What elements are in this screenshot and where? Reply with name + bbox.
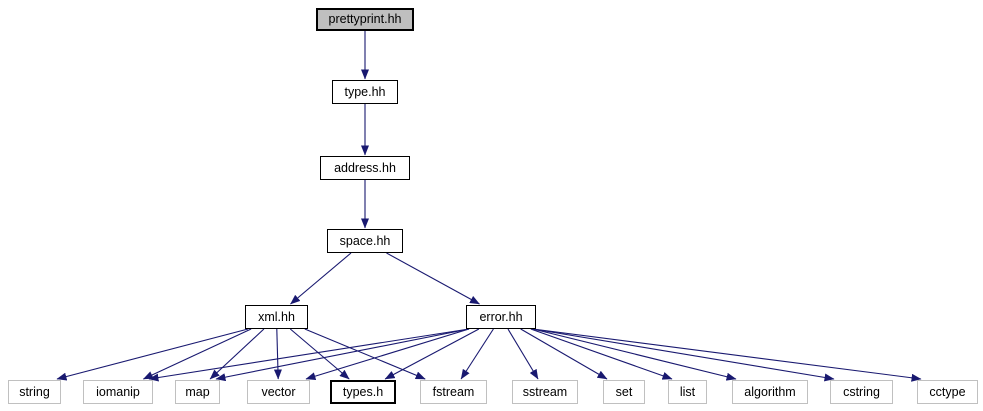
node-error.hh[interactable]: error.hh (466, 305, 536, 329)
edges-group (56, 31, 922, 382)
edge-error.hh-to-cctype (532, 328, 922, 382)
edge-error.hh-to-algorithm (532, 328, 737, 381)
node-cstring[interactable]: cstring (830, 380, 893, 404)
node-fstream[interactable]: fstream (420, 380, 487, 404)
edge-space.hh-to-xml.hh (290, 252, 352, 305)
node-iomanip[interactable]: iomanip (83, 380, 153, 404)
edge-error.hh-to-set (520, 328, 608, 380)
node-map[interactable]: map (175, 380, 220, 404)
edge-error.hh-to-fstream (460, 328, 494, 380)
node-xml.hh[interactable]: xml.hh (245, 305, 308, 329)
edge-xml.hh-to-vector (273, 328, 282, 380)
node-algorithm[interactable]: algorithm (732, 380, 808, 404)
node-prettyprint.hh[interactable]: prettyprint.hh (316, 8, 414, 31)
edge-error.hh-to-cstring (532, 328, 835, 382)
edge-xml.hh-to-types.h (289, 328, 350, 380)
edge-xml.hh-to-map (209, 328, 265, 380)
edge-xml.hh-to-string (56, 328, 249, 381)
node-types.h[interactable]: types.h (330, 380, 396, 404)
edge-error.hh-to-iomanip (148, 328, 470, 382)
node-cctype[interactable]: cctype (917, 380, 978, 404)
node-sstream[interactable]: sstream (512, 380, 578, 404)
edge-xml.hh-to-iomanip (142, 328, 252, 380)
node-space.hh[interactable]: space.hh (327, 229, 403, 253)
edge-space.hh-to-error.hh (386, 252, 480, 305)
node-type.hh[interactable]: type.hh (332, 80, 398, 104)
edge-error.hh-to-list (530, 328, 673, 380)
edge-error.hh-to-map (215, 328, 470, 382)
edge-xml.hh-to-fstream (304, 328, 426, 380)
node-vector[interactable]: vector (247, 380, 310, 404)
edge-error.hh-to-types.h (384, 328, 480, 380)
node-list[interactable]: list (668, 380, 707, 404)
edge-error.hh-to-vector (305, 328, 470, 381)
node-set[interactable]: set (603, 380, 645, 404)
edge-error.hh-to-sstream (507, 328, 539, 380)
node-string[interactable]: string (8, 380, 61, 404)
node-address.hh[interactable]: address.hh (320, 156, 410, 180)
